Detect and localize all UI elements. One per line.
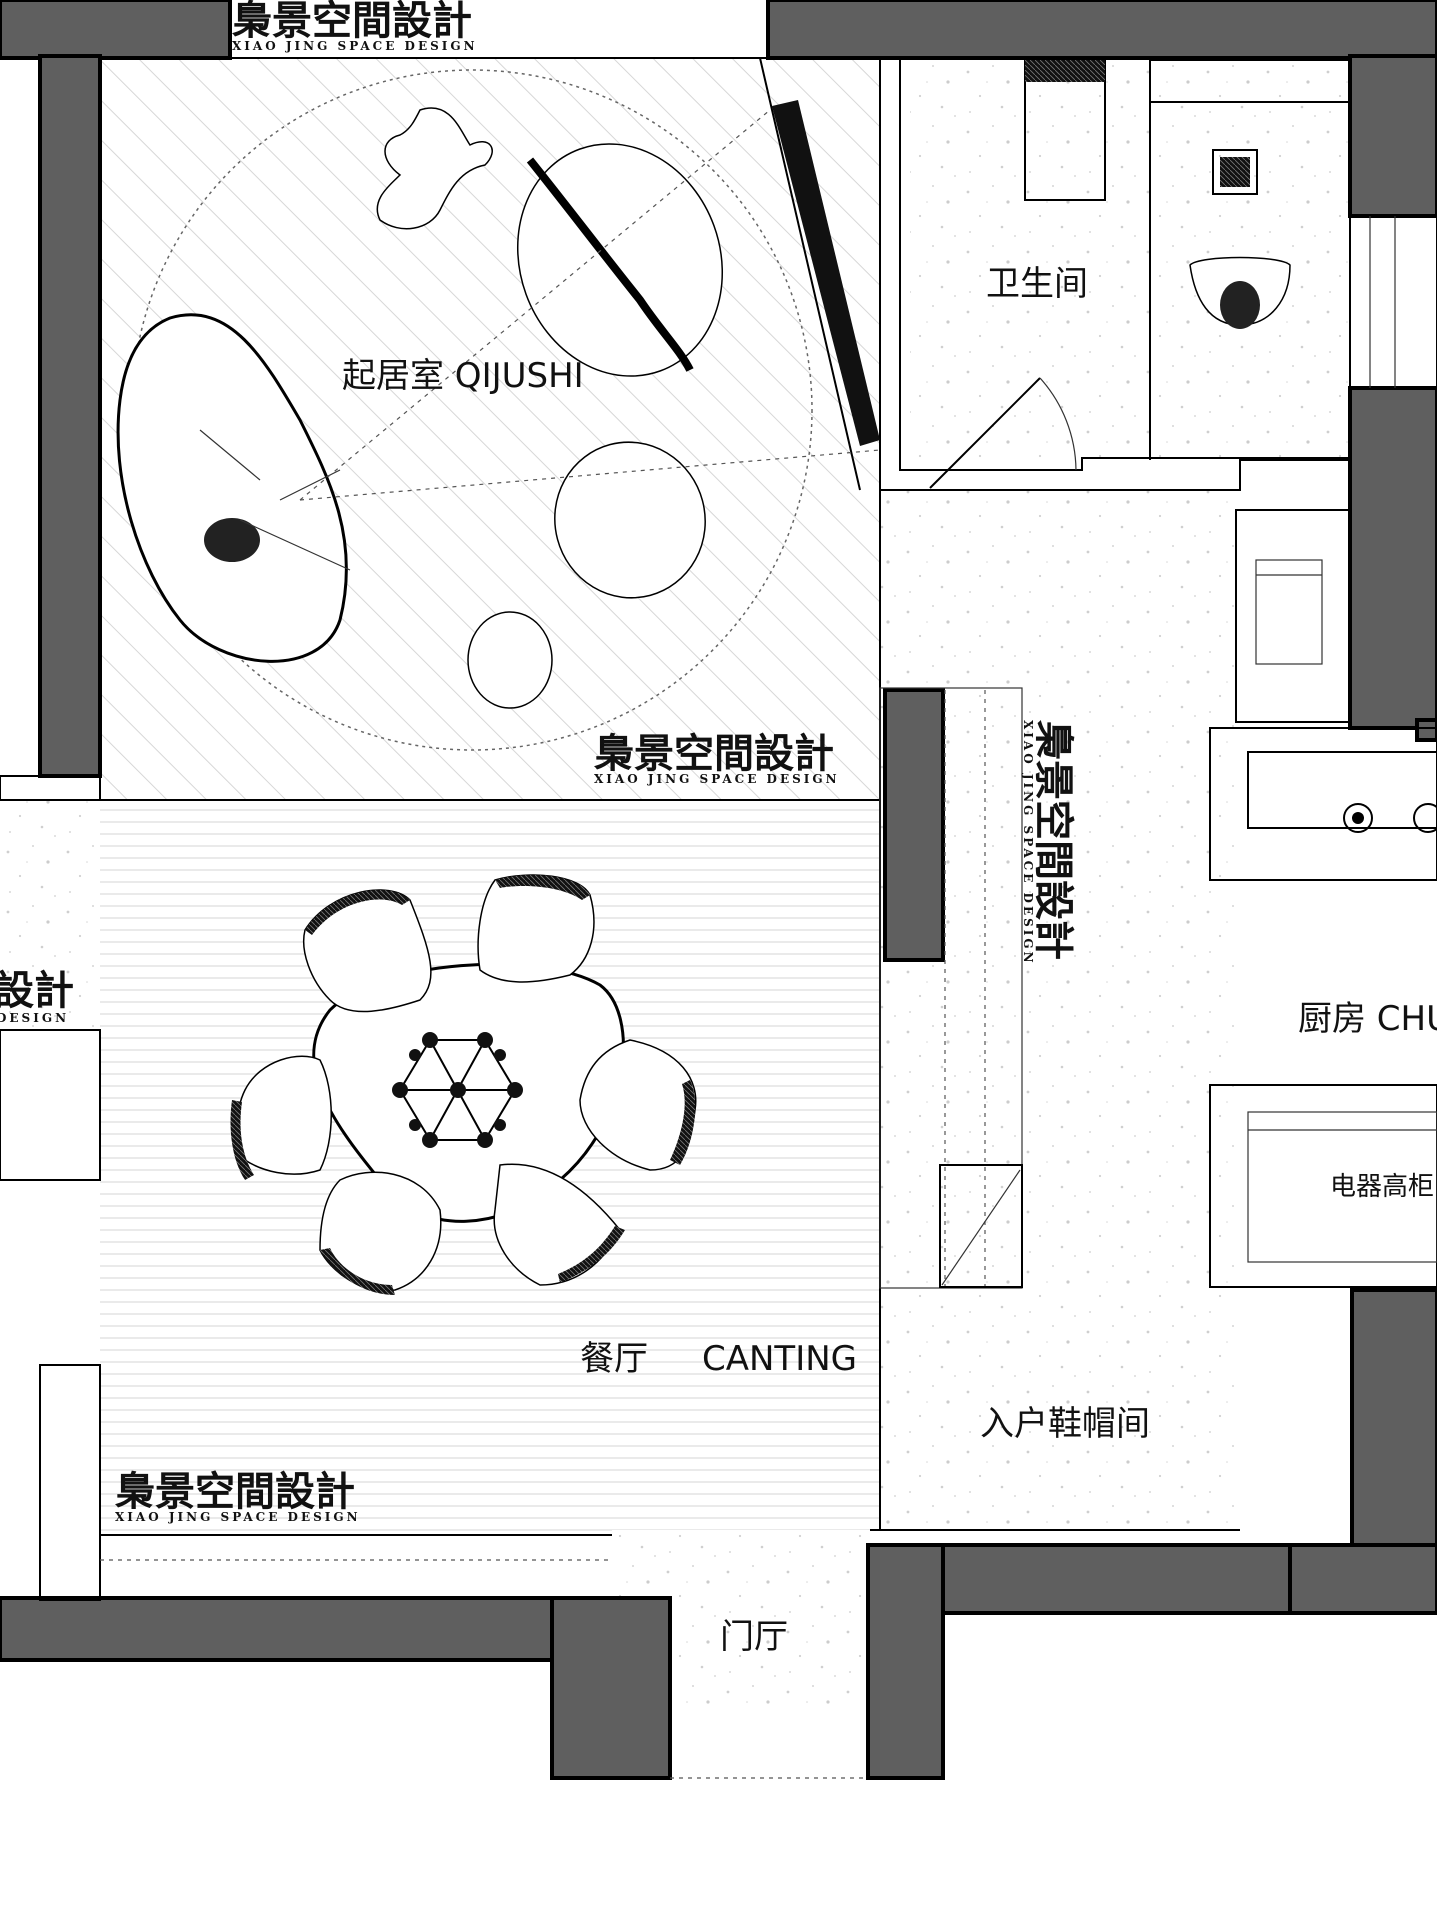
svg-text:梟景空間設計: 梟景空間設計 [593, 730, 834, 777]
svg-text:XIAO JING SPACE DESIGN: XIAO JING SPACE DESIGN [1021, 720, 1035, 966]
side-sculpture [376, 107, 493, 230]
dining-chair-2 [477, 874, 595, 983]
svg-text:梟景空間設計: 梟景空間設計 [231, 0, 472, 44]
svg-text:梟景空間設計: 梟景空間設計 [1030, 719, 1077, 960]
watermarks: 梟景空間設計 XIAO JING SPACE DESIGN 梟景空間設計 XIA… [0, 0, 1077, 1524]
label-kitchen: 厨房 CHU [1298, 999, 1437, 1039]
room-labels: 起居室 QIJUSHI 卫生间 餐厅 CANTING 入户鞋帽间 门厅 厨房 C… [342, 264, 1437, 1657]
label-shoe-room: 入户鞋帽间 [980, 1404, 1150, 1444]
interior-lines [0, 57, 1437, 1779]
svg-text:梟景空間設計: 梟景空間設計 [114, 1468, 355, 1515]
label-dining-room-en: CANTING [702, 1339, 857, 1379]
watermark-living: 梟景空間設計 XIAO JING SPACE DESIGN [593, 730, 840, 786]
label-living-room: 起居室 QIJUSHI [342, 356, 584, 396]
walls [0, 0, 1437, 1780]
dining-chair-3 [579, 1039, 697, 1171]
ottoman-small [467, 611, 553, 709]
watermark-vertical: 梟景空間設計 XIAO JING SPACE DESIGN [1021, 719, 1077, 966]
watermark-dining: 梟景空間設計 XIAO JING SPACE DESIGN [114, 1468, 361, 1524]
bathroom-fixtures [1024, 59, 1291, 329]
svg-text:設計: 設計 [0, 967, 74, 1014]
label-dining-room: 餐厅 [580, 1339, 648, 1379]
dining-chair-5 [319, 1171, 442, 1295]
rug-dashed-lines [299, 109, 881, 501]
lounge-chair [116, 313, 351, 663]
watermark-left-partial: 設計 DESIGN [0, 967, 74, 1025]
watermark-top: 梟景空間設計 XIAO JING SPACE DESIGN [231, 0, 478, 53]
label-foyer: 门厅 [720, 1617, 788, 1657]
svg-text:DESIGN: DESIGN [0, 1011, 69, 1025]
coffee-table-large [516, 143, 724, 377]
label-appliance-cabinet: 电器高柜 [1330, 1172, 1434, 1202]
svg-text:XIAO JING SPACE DESIGN: XIAO JING SPACE DESIGN [115, 1510, 361, 1524]
ottoman-large [554, 441, 706, 599]
dining-chair-6 [230, 1055, 332, 1180]
svg-text:XIAO JING SPACE DESIGN: XIAO JING SPACE DESIGN [232, 39, 478, 53]
svg-text:XIAO JING SPACE DESIGN: XIAO JING SPACE DESIGN [594, 772, 840, 786]
living-rug [131, 69, 813, 751]
dining-chair-1 [303, 889, 432, 1013]
label-bathroom: 卫生间 [986, 264, 1088, 304]
dining-chairs [230, 874, 697, 1295]
dining-chair-4 [493, 1163, 625, 1286]
pendant-light [392, 1032, 523, 1148]
